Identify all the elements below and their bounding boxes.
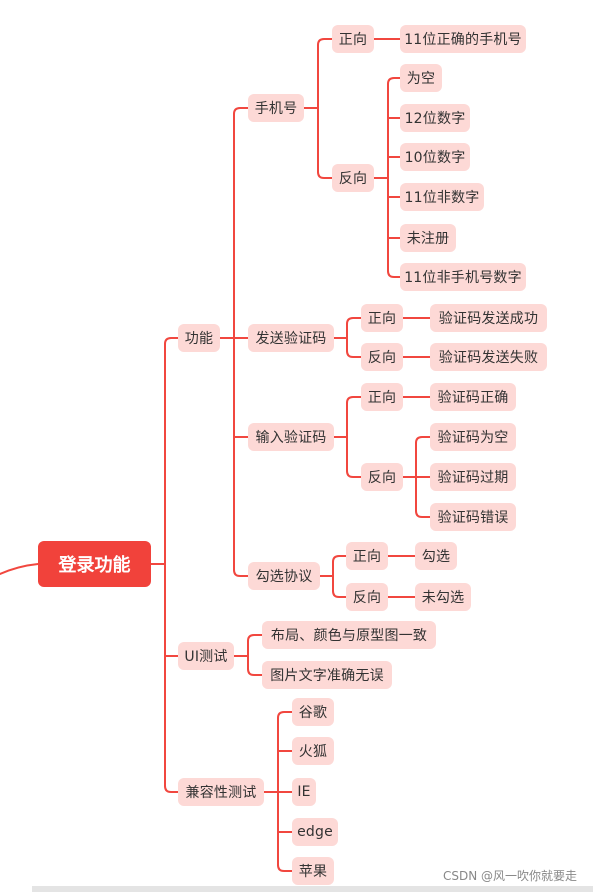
- phone-neg-item[interactable]: 12位数字: [400, 104, 470, 132]
- sendcode-negative-node[interactable]: 反向: [361, 343, 403, 371]
- branch-function[interactable]: 功能: [178, 324, 220, 352]
- connector-line: [317, 38, 333, 46]
- phone-positive-node[interactable]: 正向: [332, 25, 374, 53]
- compat-item[interactable]: 谷歌: [292, 698, 334, 726]
- agree-pos-item[interactable]: 勾选: [415, 542, 457, 570]
- connector-line: [247, 634, 263, 642]
- connector-line: [164, 337, 179, 345]
- inputcode-neg-item[interactable]: 验证码过期: [430, 463, 516, 491]
- input-code-node[interactable]: 输入验证码: [248, 423, 334, 451]
- connector-line: [277, 864, 293, 872]
- root-node[interactable]: 登录功能: [38, 541, 151, 587]
- sendcode-neg-item[interactable]: 验证码发送失败: [430, 343, 547, 371]
- connector-line: [233, 569, 249, 577]
- csdn-watermark: CSDN @风一吹你就要走: [442, 869, 577, 883]
- ui-test-item[interactable]: 布局、颜色与原型图一致: [262, 621, 436, 649]
- connector-line: [0, 563, 39, 575]
- connector-line: [277, 711, 293, 719]
- connector-line: [415, 510, 431, 518]
- connector-line: [317, 171, 333, 179]
- phone-number-node[interactable]: 手机号: [248, 94, 304, 122]
- connector-line: [346, 470, 362, 478]
- compat-item[interactable]: edge: [292, 818, 338, 846]
- agree-positive-node[interactable]: 正向: [346, 542, 388, 570]
- compat-item[interactable]: 火狐: [292, 737, 334, 765]
- send-code-node[interactable]: 发送验证码: [248, 324, 334, 352]
- inputcode-negative-node[interactable]: 反向: [361, 463, 403, 491]
- sendcode-positive-node[interactable]: 正向: [361, 304, 403, 332]
- phone-negative-node[interactable]: 反向: [332, 164, 374, 192]
- phone-neg-item[interactable]: 11位非数字: [400, 183, 484, 211]
- agree-neg-item[interactable]: 未勾选: [415, 583, 471, 611]
- connector-line: [346, 350, 362, 358]
- connector-line: [415, 436, 431, 444]
- compat-item[interactable]: IE: [292, 778, 316, 806]
- inputcode-positive-node[interactable]: 正向: [361, 383, 403, 411]
- connector-line: [346, 396, 362, 404]
- connector-line: [332, 590, 347, 598]
- ui-test-item[interactable]: 图片文字准确无误: [262, 661, 392, 689]
- connector-line: [164, 785, 179, 793]
- connector-line: [247, 668, 263, 676]
- branch-ui-test[interactable]: UI测试: [178, 642, 234, 670]
- agree-protocol-node[interactable]: 勾选协议: [248, 562, 320, 590]
- phone-neg-item[interactable]: 11位非手机号数字: [400, 263, 526, 291]
- compat-item[interactable]: 苹果: [292, 857, 334, 885]
- phone-neg-item[interactable]: 未注册: [400, 224, 456, 252]
- connector-line: [387, 270, 401, 278]
- inputcode-neg-item[interactable]: 验证码错误: [430, 503, 516, 531]
- sendcode-pos-item[interactable]: 验证码发送成功: [430, 304, 547, 332]
- inputcode-pos-item[interactable]: 验证码正确: [430, 383, 516, 411]
- phone-neg-item[interactable]: 为空: [400, 64, 442, 92]
- connector-line: [233, 107, 249, 115]
- phone-pos-item[interactable]: 11位正确的手机号: [400, 25, 526, 53]
- connector-line: [346, 317, 362, 325]
- inputcode-neg-item[interactable]: 验证码为空: [430, 423, 516, 451]
- phone-neg-item[interactable]: 10位数字: [400, 143, 470, 171]
- connector-line: [387, 77, 401, 85]
- branch-compatibility[interactable]: 兼容性测试: [178, 778, 264, 806]
- horizontal-scrollbar[interactable]: [32, 886, 593, 892]
- connector-line: [332, 555, 347, 563]
- agree-negative-node[interactable]: 反向: [346, 583, 388, 611]
